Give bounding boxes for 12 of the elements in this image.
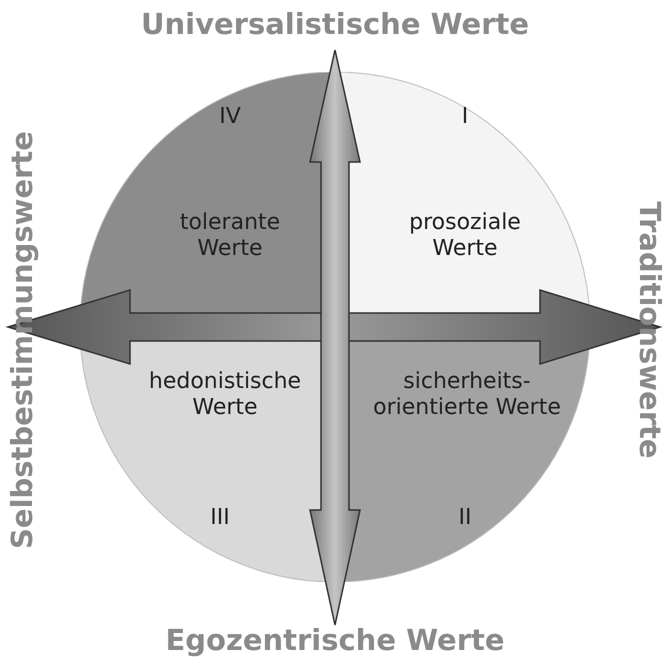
- value-label: hedonistische Werte: [148, 369, 302, 421]
- value-label: tolerante Werte: [178, 210, 282, 262]
- value-label: prosoziale Werte: [408, 210, 522, 262]
- value-label: sicherheits-orientierte Werte: [372, 369, 562, 421]
- axis-title: Egozentrische Werte: [165, 623, 505, 657]
- quadrant-number: II: [458, 505, 472, 531]
- axis-title: Selbstbestimmungswerte: [5, 131, 39, 549]
- axis-title: Traditionswerte: [633, 201, 667, 459]
- axis-title: Universalistische Werte: [140, 7, 530, 41]
- quadrant-number: IV: [218, 104, 242, 130]
- quadrant-number: I: [460, 104, 470, 130]
- quadrant-number: III: [209, 505, 231, 531]
